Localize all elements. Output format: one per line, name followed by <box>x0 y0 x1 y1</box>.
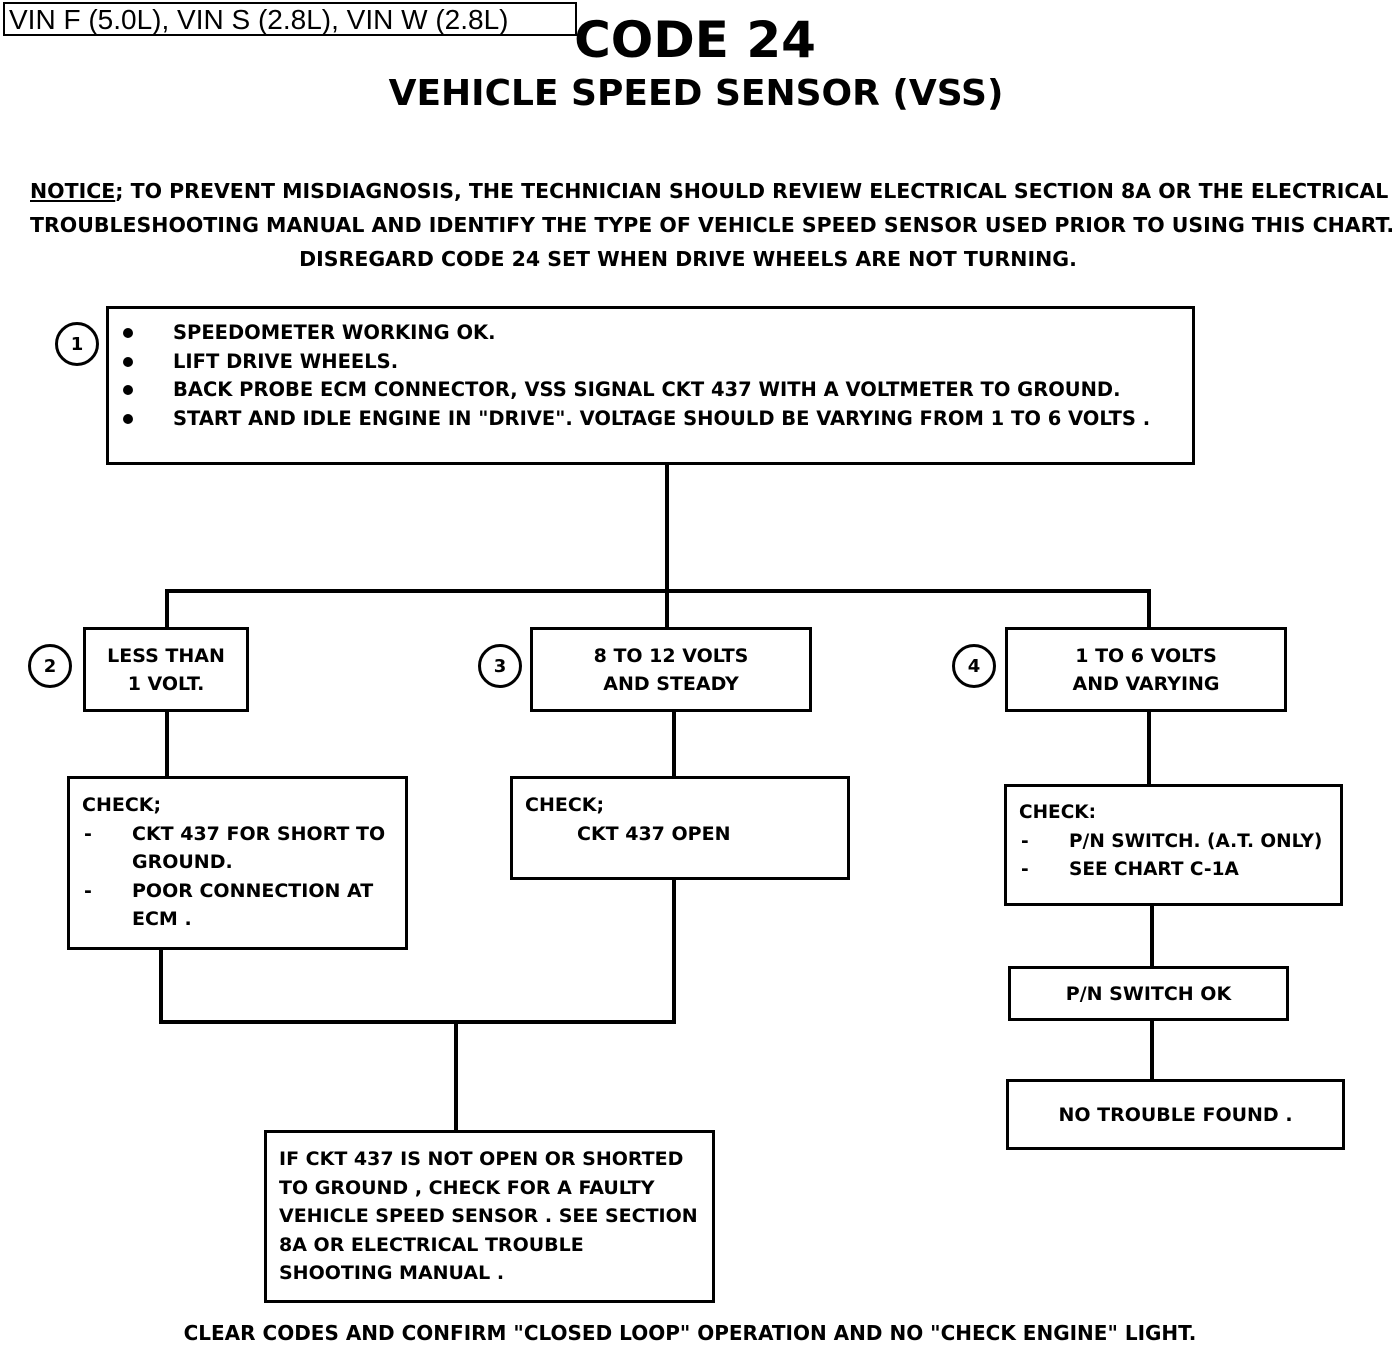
connector <box>1150 1019 1154 1081</box>
step-1-item: START AND IDLE ENGINE IN "DRIVE". VOLTAG… <box>109 405 1192 434</box>
branch-2-line-2: 1 VOLT. <box>127 672 205 695</box>
check-4-box: CHECK: P/N SWITCH. (A.T. ONLY) SEE CHART… <box>1004 784 1343 906</box>
final-action-line: TO GROUND , CHECK FOR A FAULTY <box>279 1176 655 1199</box>
final-action-line: 8A OR ELECTRICAL TROUBLE <box>279 1233 584 1256</box>
check-4-list: P/N SWITCH. (A.T. ONLY) SEE CHART C-1A <box>1019 828 1330 885</box>
step-2-marker: 2 <box>28 644 72 688</box>
check-4-title: CHECK: <box>1019 802 1097 823</box>
connector <box>165 710 169 778</box>
connector <box>1147 710 1151 786</box>
pn-switch-ok-box: P/N SWITCH OK <box>1008 966 1289 1021</box>
notice-label: NOTICE <box>30 179 116 203</box>
connector <box>1150 904 1154 968</box>
check-2-list: CKT 437 FOR SHORT TO GROUND. POOR CONNEC… <box>82 820 395 934</box>
step-1-box: SPEEDOMETER WORKING OK. LIFT DRIVE WHEEL… <box>106 306 1195 465</box>
step-3-marker: 3 <box>478 644 522 688</box>
check-2-box: CHECK; CKT 437 FOR SHORT TO GROUND. POOR… <box>67 776 408 950</box>
check-2-item: POOR CONNECTION AT ECM . <box>82 877 395 934</box>
connector <box>454 1020 458 1132</box>
check-2-item: CKT 437 FOR SHORT TO GROUND. <box>82 820 395 877</box>
check-4-item: P/N SWITCH. (A.T. ONLY) <box>1019 828 1330 857</box>
notice-line-1: NOTICE; TO PREVENT MISDIAGNOSIS, THE TEC… <box>30 178 1388 204</box>
check-2-title: CHECK; <box>82 794 162 816</box>
branch-3-box: 8 TO 12 VOLTS AND STEADY <box>530 627 812 712</box>
footer-instruction: CLEAR CODES AND CONFIRM "CLOSED LOOP" OP… <box>183 1321 1197 1345</box>
final-action-line: VEHICLE SPEED SENSOR . SEE SECTION <box>279 1205 698 1227</box>
code-title: CODE 24 <box>574 11 816 69</box>
check-4-item: SEE CHART C-1A <box>1019 856 1330 885</box>
branch-2-line-1: LESS THAN <box>107 644 225 667</box>
branch-4-box: 1 TO 6 VOLTS AND VARYING <box>1005 627 1287 712</box>
final-action-line: IF CKT 437 IS NOT OPEN OR SHORTED <box>279 1148 684 1170</box>
notice-line-1-text: ; TO PREVENT MISDIAGNOSIS, THE TECHNICIA… <box>115 179 1389 203</box>
final-action-line: SHOOTING MANUAL . <box>279 1262 505 1284</box>
no-trouble-found-box: NO TROUBLE FOUND . <box>1006 1079 1345 1150</box>
connector <box>665 463 669 593</box>
step-1-item: LIFT DRIVE WHEELS. <box>109 348 1192 377</box>
branch-4-line-2: AND VARYING <box>1072 672 1220 695</box>
step-4-marker: 4 <box>952 644 996 688</box>
vin-label: VIN F (5.0L), VIN S (2.8L), VIN W (2.8L) <box>3 2 577 36</box>
no-trouble-found-text: NO TROUBLE FOUND . <box>1058 1103 1293 1126</box>
notice-line-3: DISREGARD CODE 24 SET WHEN DRIVE WHEELS … <box>299 247 1077 271</box>
final-action-box: IF CKT 437 IS NOT OPEN OR SHORTED TO GRO… <box>264 1130 715 1303</box>
branch-4-line-1: 1 TO 6 VOLTS <box>1075 644 1217 667</box>
check-3-box: CHECK; CKT 437 OPEN <box>510 776 850 880</box>
pn-switch-ok-text: P/N SWITCH OK <box>1065 982 1232 1005</box>
step-1-item: BACK PROBE ECM CONNECTOR, VSS SIGNAL CKT… <box>109 376 1192 405</box>
check-3-text: CKT 437 OPEN <box>577 822 731 845</box>
connector <box>159 948 163 1024</box>
connector <box>672 710 676 778</box>
connector <box>159 1020 676 1024</box>
step-1-list: SPEEDOMETER WORKING OK. LIFT DRIVE WHEEL… <box>109 309 1192 433</box>
connector <box>1147 589 1151 629</box>
connector <box>672 878 676 1024</box>
check-3-title: CHECK; <box>525 794 605 816</box>
chart-subtitle: VEHICLE SPEED SENSOR (VSS) <box>388 73 1004 114</box>
step-1-marker: 1 <box>55 322 99 366</box>
step-1-item: SPEEDOMETER WORKING OK. <box>109 319 1192 348</box>
notice-line-2: TROUBLESHOOTING MANUAL AND IDENTIFY THE … <box>30 213 1392 237</box>
branch-2-box: LESS THAN 1 VOLT. <box>83 627 249 712</box>
connector <box>665 589 669 629</box>
branch-3-line-2: AND STEADY <box>603 672 739 695</box>
branch-3-line-1: 8 TO 12 VOLTS <box>593 644 749 667</box>
connector <box>165 589 1151 593</box>
connector <box>165 589 169 629</box>
